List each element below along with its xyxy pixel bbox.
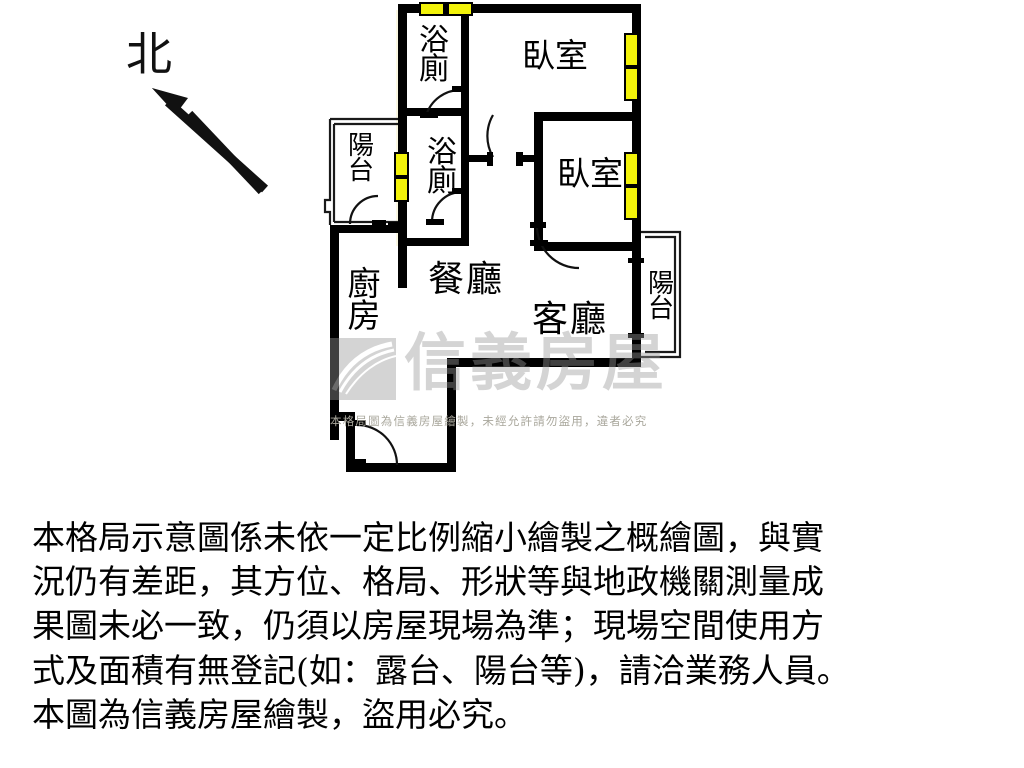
disclaimer-line-5: 本圖為信義房屋繪製，盜用必究。 xyxy=(32,694,527,734)
floor-plan-drawing: 北 xyxy=(126,2,682,472)
door-jambs xyxy=(350,86,548,465)
window-bathroom-top xyxy=(419,2,473,16)
balcony-right-railing xyxy=(640,230,682,359)
structural-walls xyxy=(330,4,641,472)
disclaimer-line-3: 果圖未必一致，仍須以房屋現場為準；現場空間使用方 xyxy=(32,606,824,646)
window-bedroom-mid-right xyxy=(624,152,639,220)
disclaimer-line-4: 式及面積有無登記(如：露台、陽台等)，請洽業務人員。 xyxy=(32,650,850,690)
window-balcony-left xyxy=(394,152,409,202)
balcony-left-railing xyxy=(323,117,398,225)
disclaimer-line-1: 本格局示意圖係未依一定比例縮小繪製之概繪圖，與實 xyxy=(32,518,824,557)
door-balcony-right-sliding xyxy=(628,258,644,338)
floor-plan-walls xyxy=(323,2,682,472)
compass-north-indicator xyxy=(152,88,269,195)
disclaimer-block: 本格局示意圖係未依一定比例縮小繪製之概繪圖，與實 況仍有差距，其方位、格局、形狀… xyxy=(32,516,988,737)
disclaimer-line-2: 況仍有差距，其方位、格局、形狀等與地政機關測量成 xyxy=(32,562,824,602)
window-bedroom-top-right xyxy=(624,33,639,101)
compass-label: 北 xyxy=(126,27,172,81)
